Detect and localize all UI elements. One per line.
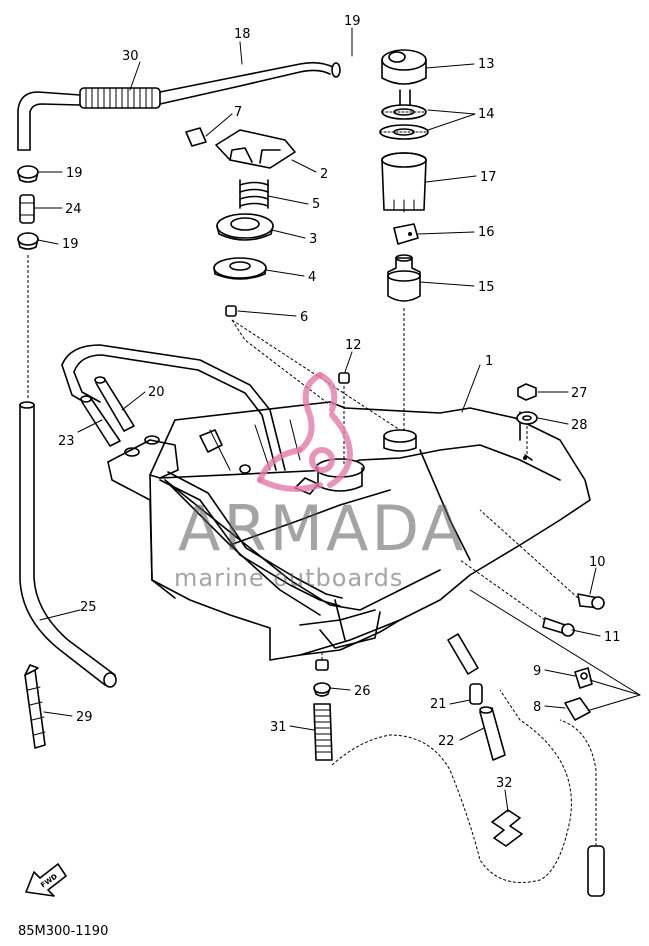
callout-18: 18 xyxy=(234,27,251,42)
armada-watermark-logo xyxy=(257,372,354,492)
clips-8-9 xyxy=(469,589,641,721)
callout-32: 32 xyxy=(496,776,513,791)
callout-13: 13 xyxy=(478,57,495,72)
forward-arrow: FWD xyxy=(25,863,67,897)
callout-10: 10 xyxy=(589,555,606,570)
callout-4: 4 xyxy=(308,270,316,285)
fuel-gauge-assembly xyxy=(379,49,429,430)
callout-16: 16 xyxy=(478,225,495,240)
callout-28: 28 xyxy=(571,418,588,433)
bolt-washer-27-28 xyxy=(516,383,538,455)
diagram-reference-code: 85M300-1190 xyxy=(18,924,109,939)
callout-8: 8 xyxy=(533,700,541,715)
callout-30: 30 xyxy=(122,49,139,64)
watermark-brand: ARMADA xyxy=(178,492,467,565)
callout-25: 25 xyxy=(80,600,97,615)
left-fittings xyxy=(17,165,39,400)
callout-9: 9 xyxy=(533,664,541,679)
callout-17: 17 xyxy=(480,170,497,185)
propeller-logo-icon xyxy=(257,372,354,492)
fuel-hose-25 xyxy=(19,401,117,688)
callout-21: 21 xyxy=(430,697,447,712)
hose-pieces xyxy=(80,376,135,447)
callout-24: 24 xyxy=(65,202,82,217)
callout-14: 14 xyxy=(478,107,495,122)
overflow-hose-route xyxy=(61,344,343,607)
bottom-hoses xyxy=(313,633,605,897)
callout-19-left-lower: 19 xyxy=(62,237,79,252)
callout-11: 11 xyxy=(604,630,621,645)
callout-27: 27 xyxy=(571,386,588,401)
callout-5: 5 xyxy=(312,197,320,212)
fuel-tank xyxy=(107,401,591,661)
callout-22: 22 xyxy=(438,734,455,749)
callout-6: 6 xyxy=(300,310,308,325)
callout-7: 7 xyxy=(234,105,242,120)
band-29 xyxy=(24,664,46,749)
part-12 xyxy=(338,372,350,465)
watermark-tagline: marine outboards xyxy=(174,564,404,592)
callout-15: 15 xyxy=(478,280,495,295)
callout-labels: 1 2 3 4 5 6 7 8 9 10 11 12 13 14 15 16 1… xyxy=(58,14,621,791)
callout-31: 31 xyxy=(270,720,287,735)
callout-1: 1 xyxy=(485,354,493,369)
callout-19-top: 19 xyxy=(344,14,361,29)
breather-tube xyxy=(17,61,341,151)
callout-2: 2 xyxy=(320,167,328,182)
callout-19-left-upper: 19 xyxy=(66,166,83,181)
callout-12: 12 xyxy=(345,338,362,353)
callout-3: 3 xyxy=(309,232,317,247)
callout-23: 23 xyxy=(58,434,75,449)
callout-29: 29 xyxy=(76,710,93,725)
filler-cap-assembly xyxy=(185,127,401,431)
bolts-10-11 xyxy=(459,509,605,637)
callout-20: 20 xyxy=(148,385,165,400)
callout-26: 26 xyxy=(354,684,371,699)
leader-lines xyxy=(33,27,601,813)
